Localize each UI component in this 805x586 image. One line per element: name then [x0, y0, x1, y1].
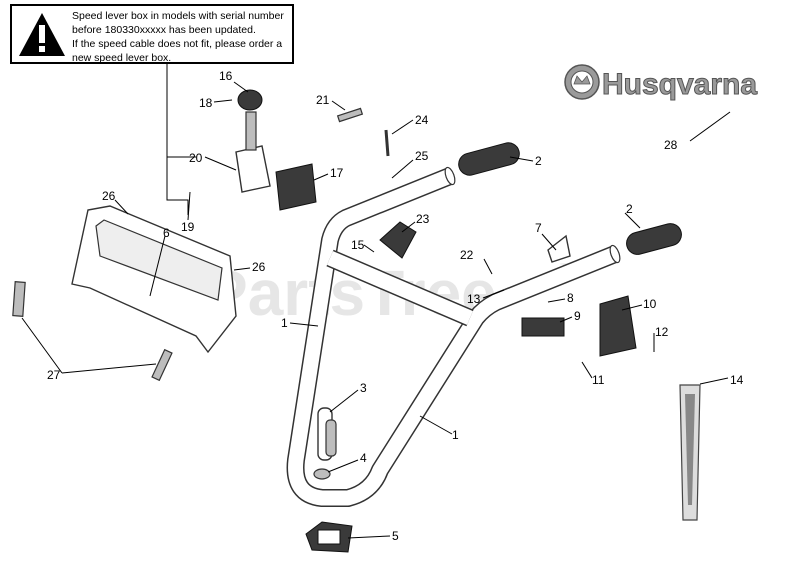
husqvarna-crown-icon [564, 64, 600, 100]
callout-24: 24 [415, 113, 429, 127]
callout-6: 6 [163, 226, 170, 240]
warning-line: Speed lever box in models with serial nu… [72, 10, 284, 22]
warning-notice: Speed lever box in models with serial nu… [10, 4, 294, 64]
callout-7: 7 [535, 221, 542, 235]
part-14-decal [679, 384, 701, 521]
warning-line: before 180330xxxxx has been updated. [72, 24, 256, 36]
part-17-cover [275, 163, 317, 211]
callout-15: 15 [351, 238, 365, 252]
callout-11: 11 [592, 373, 605, 387]
part-27-strip [12, 281, 26, 317]
part-24-bolt [384, 129, 390, 157]
part-5-base [305, 521, 353, 553]
warning-line: new speed lever box. [72, 52, 172, 64]
callout-20: 20 [189, 151, 203, 165]
part-10-lever [599, 295, 637, 357]
brand-name: Husqvarna [602, 68, 757, 101]
callout-21: 21 [316, 93, 330, 107]
warning-text: Speed lever box in models with serial nu… [72, 9, 294, 65]
callout-5: 5 [392, 529, 399, 543]
part-20-speed-lever-box [235, 111, 271, 193]
callout-2a: 2 [535, 154, 542, 168]
warning-connector-line [166, 64, 189, 215]
callout-23: 23 [416, 212, 430, 226]
part-9-bracket [521, 317, 565, 337]
callout-1b: 1 [452, 428, 459, 442]
part-27-strip [151, 348, 173, 382]
warning-triangle-icon [19, 13, 65, 56]
callout-14: 14 [730, 373, 744, 387]
callout-17: 17 [330, 166, 344, 180]
callout-3: 3 [360, 381, 367, 395]
part-3-post [317, 407, 337, 461]
callout-16: 16 [219, 69, 233, 83]
part-7-clip [547, 234, 571, 263]
callout-8: 8 [567, 291, 574, 305]
leader-lines [21, 81, 731, 539]
main-handle [286, 166, 621, 507]
part-2-grip-upper [458, 142, 520, 176]
callout-2b: 2 [626, 202, 633, 216]
callout-22: 22 [460, 248, 474, 262]
callout-19: 19 [181, 220, 195, 234]
callout-27: 27 [47, 368, 61, 382]
part-21-pin [336, 107, 364, 123]
part-23-control [379, 221, 417, 259]
callout-18: 18 [199, 96, 213, 110]
warning-line: If the speed cable does not fit, please … [72, 38, 283, 50]
callout-10: 10 [643, 297, 657, 311]
callout-25: 25 [415, 149, 429, 163]
part-4-washer [313, 468, 331, 480]
part-2-grip-right [626, 223, 682, 255]
callout-4: 4 [360, 451, 367, 465]
callout-26b: 26 [252, 260, 266, 274]
husqvarna-logo: Husqvarna [564, 64, 758, 102]
callout-28: 28 [664, 138, 678, 152]
callout-9: 9 [574, 309, 581, 323]
callout-1a: 1 [281, 316, 288, 330]
callout-26a: 26 [102, 189, 116, 203]
callout-13: 13 [467, 292, 481, 306]
callout-12: 12 [655, 325, 669, 339]
part-16-knob [237, 89, 263, 111]
callout-labels: 1 1 2 2 3 4 5 6 7 8 9 10 11 12 13 14 15 … [47, 69, 744, 543]
